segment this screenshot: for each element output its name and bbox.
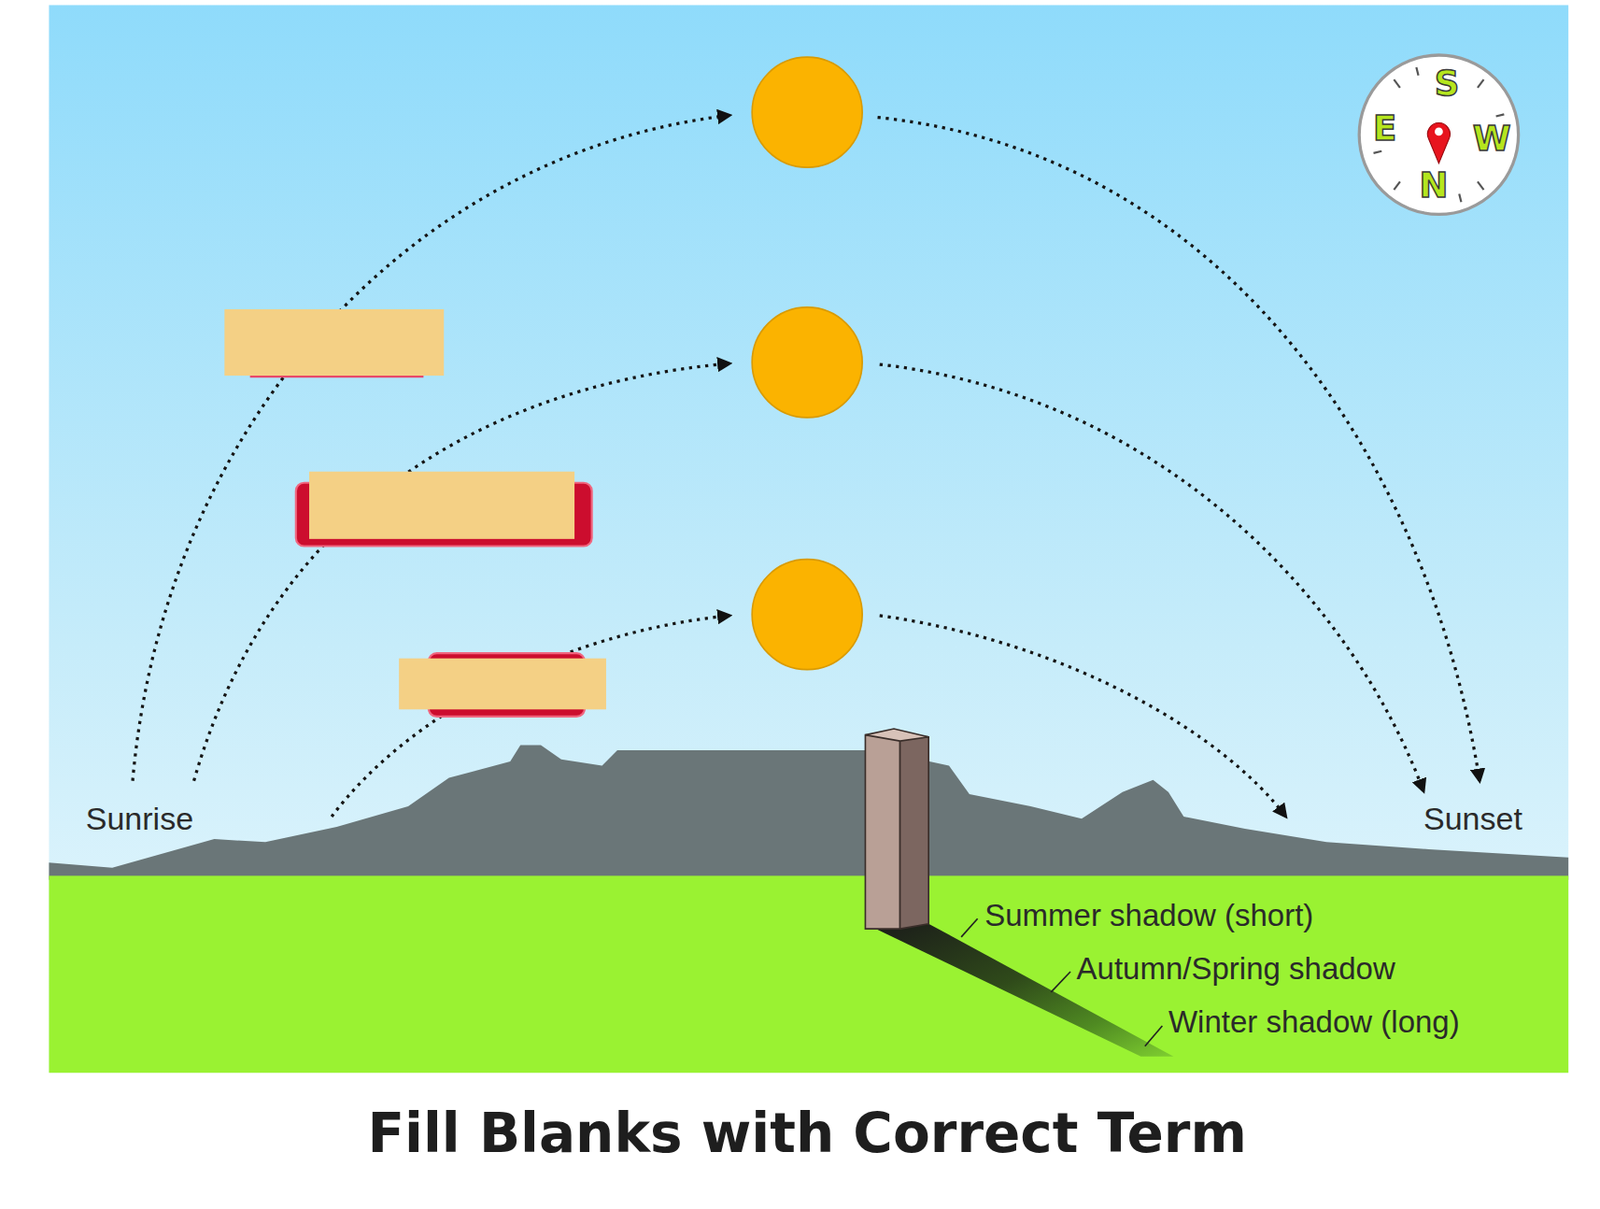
pole-top	[864, 728, 929, 741]
compass-tick	[1477, 79, 1485, 88]
equinox-path	[879, 364, 1424, 792]
summer-path	[877, 117, 1481, 781]
sun	[751, 56, 863, 168]
compass-pin-dot	[1434, 127, 1444, 137]
leader-line	[961, 918, 977, 937]
blank-box	[224, 309, 444, 376]
sun	[751, 307, 863, 418]
winter-path	[331, 615, 730, 817]
title: Fill Blanks with Correct Term	[367, 1101, 1247, 1165]
blank-box	[309, 471, 575, 539]
compass-tick	[1496, 113, 1505, 116]
compass-pin	[1427, 123, 1450, 164]
compass-tick	[1393, 79, 1401, 88]
compass-letter: E	[1373, 108, 1397, 149]
compass-tick	[1393, 181, 1401, 190]
compass-letter: S	[1434, 63, 1460, 104]
blank-box	[398, 658, 607, 710]
compass-letter: W	[1472, 118, 1512, 159]
leader-line	[1145, 1025, 1163, 1047]
compass-tick	[1458, 194, 1461, 203]
pole-front	[864, 735, 900, 930]
leader-line	[1050, 971, 1071, 992]
label: Summer shadow (short)	[984, 897, 1314, 934]
pole-side	[900, 735, 930, 930]
summer-path	[132, 114, 730, 780]
sky	[48, 4, 1569, 1073]
compass-tick	[1477, 181, 1485, 190]
label: Sunrise	[85, 800, 194, 837]
compass-letter: N	[1418, 165, 1448, 206]
grass	[48, 875, 1569, 1073]
compass-tick	[1415, 67, 1418, 76]
label: Sunset	[1423, 800, 1523, 837]
label: Winter shadow (long)	[1168, 1004, 1460, 1040]
label: Autumn/Spring shadow	[1076, 950, 1396, 987]
winter-path	[879, 615, 1287, 817]
compass-tick	[1373, 151, 1383, 154]
mountains	[48, 745, 1569, 880]
compass-face	[1359, 55, 1518, 214]
pole-shadow	[864, 923, 1174, 1057]
equinox-path	[194, 363, 731, 781]
sun	[751, 559, 863, 670]
sun-paths	[132, 114, 1480, 817]
